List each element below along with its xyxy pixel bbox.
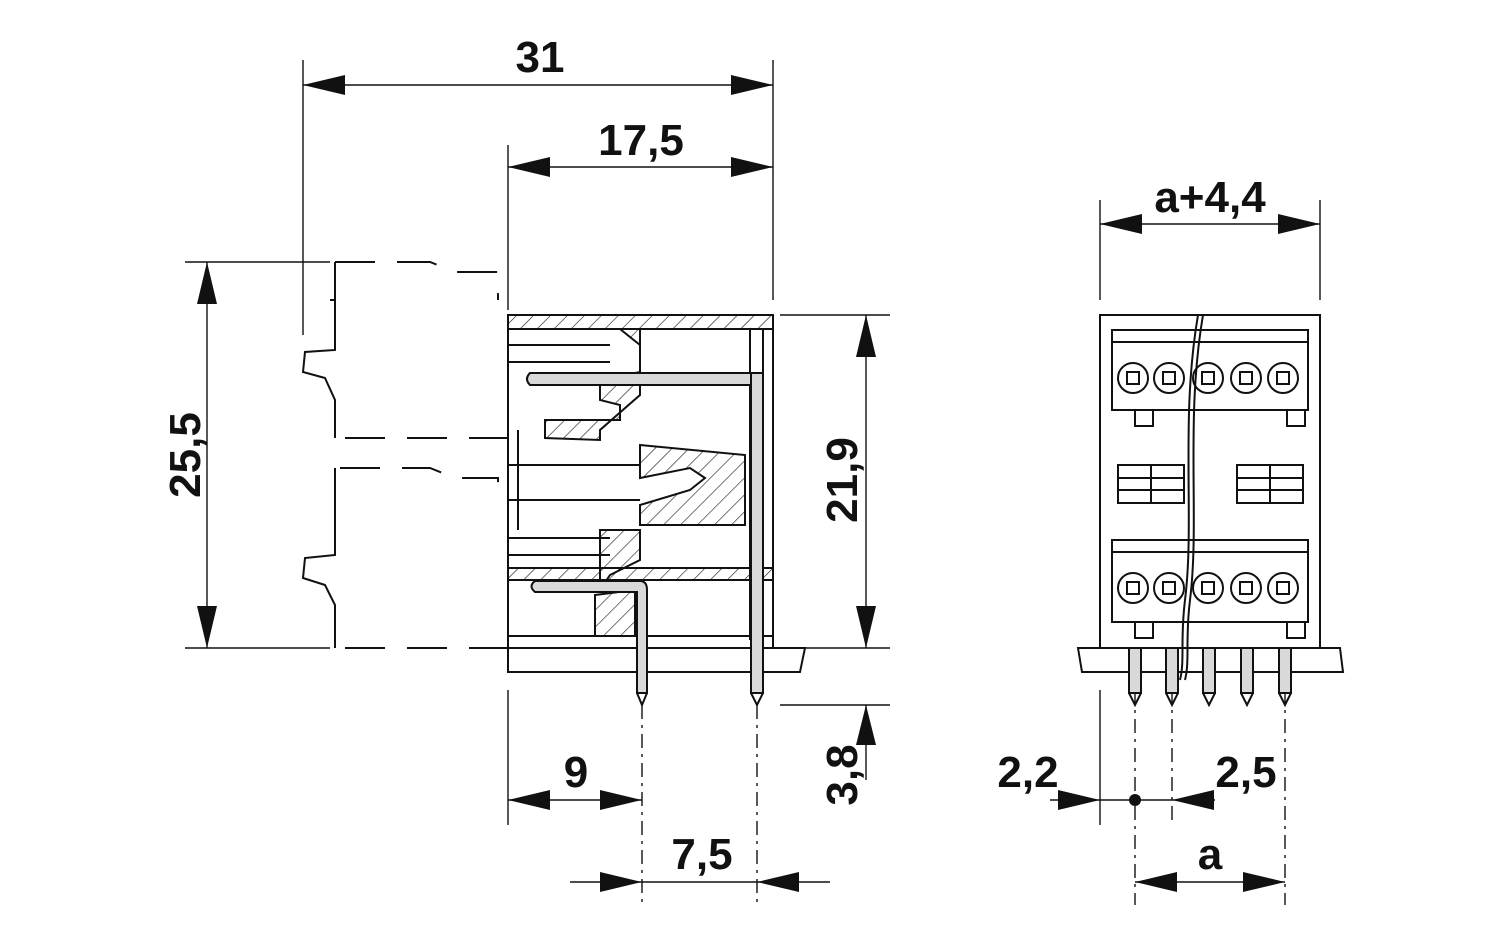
dim-total-height: 25,5 xyxy=(161,412,210,498)
dim-pin-pitch-rows: 7,5 xyxy=(671,830,732,879)
dim-pitch: 2,5 xyxy=(1215,748,1276,797)
dim-front-width: a+4,4 xyxy=(1154,173,1266,222)
upper-terminal-row xyxy=(1111,329,1309,427)
dim-body-height: 21,9 xyxy=(818,437,867,523)
dim-pin-length: 3,8 xyxy=(818,744,867,805)
dim-pitch-span: a xyxy=(1198,830,1223,879)
dim-overall-width: 31 xyxy=(516,33,565,82)
lower-terminal-row xyxy=(1111,539,1309,639)
side-view xyxy=(185,60,890,905)
dim-edge-offset: 2,2 xyxy=(997,748,1058,797)
front-view xyxy=(1050,200,1345,905)
dim-pin-offset-front: 9 xyxy=(564,748,588,797)
dim-body-depth: 17,5 xyxy=(598,116,684,165)
latch-blocks xyxy=(1117,464,1304,504)
